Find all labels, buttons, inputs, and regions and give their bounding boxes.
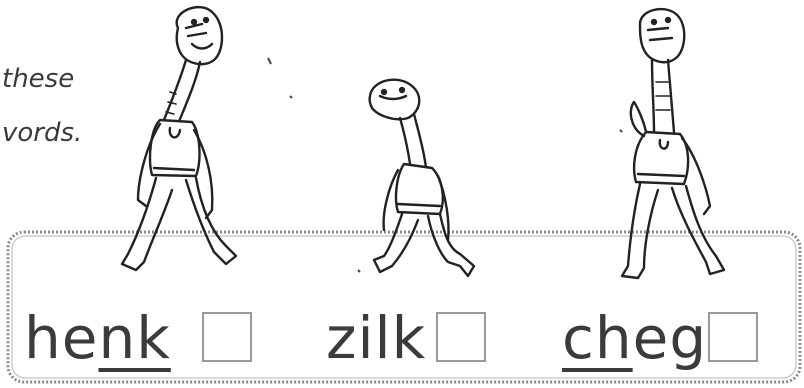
checkbox-zilk[interactable]	[436, 312, 486, 362]
checkbox-cheg[interactable]	[708, 312, 758, 362]
pencil-mark	[289, 95, 293, 99]
alien-walking-icon	[620, 7, 726, 280]
word-cheg-underlined: ch	[562, 304, 633, 372]
word-henk-prefix: he	[24, 304, 99, 372]
alien-walking-icon	[120, 6, 238, 272]
word-henk: henk	[24, 298, 171, 378]
alien-walking-icon	[368, 78, 476, 278]
pencil-mark	[357, 269, 361, 273]
instruction-line-2: vords.	[2, 118, 83, 148]
instruction-line-1: these	[2, 64, 75, 94]
word-cheg-suffix: eg	[632, 304, 708, 372]
word-zilk: zilk	[326, 298, 426, 378]
pencil-mark	[267, 57, 272, 65]
word-panel-inner-border	[11, 235, 797, 379]
word-cheg: cheg	[562, 298, 707, 378]
word-henk-underlined: nk	[98, 304, 171, 372]
checkbox-henk[interactable]	[202, 312, 252, 362]
word-panel-border	[6, 230, 802, 384]
pencil-mark	[619, 129, 623, 133]
word-zilk-prefix: zilk	[326, 304, 427, 372]
